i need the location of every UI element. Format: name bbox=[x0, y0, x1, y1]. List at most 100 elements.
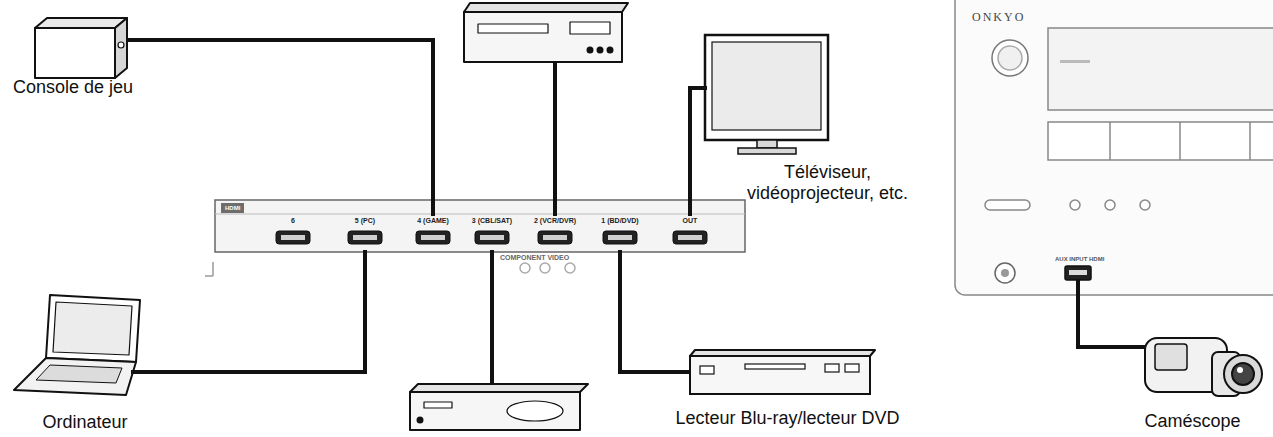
laptop bbox=[14, 295, 140, 395]
port-number: 3 bbox=[472, 216, 476, 225]
hdmi-port: OUT bbox=[663, 216, 717, 250]
camcorder bbox=[1155, 344, 1187, 370]
receiver-front bbox=[955, 0, 1273, 295]
hdmi-port: 5(PC) bbox=[338, 216, 392, 250]
connector-slot bbox=[480, 235, 504, 240]
receiver-front bbox=[1109, 122, 1111, 160]
hdmi-connector bbox=[276, 231, 310, 244]
port-number: 6 bbox=[291, 216, 295, 225]
bluray-player bbox=[845, 364, 859, 372]
receiver-front bbox=[1048, 28, 1273, 110]
cable bbox=[1119, 345, 1146, 349]
receiver-front bbox=[1065, 266, 1091, 280]
rear-panel bbox=[205, 262, 213, 276]
set-top-box bbox=[418, 418, 423, 423]
port-name: (BD/DVD) bbox=[607, 216, 639, 225]
port-number: 1 bbox=[601, 216, 605, 225]
connector-slot bbox=[281, 235, 702, 240]
video-recorder bbox=[570, 22, 610, 34]
device-label: Caméscope bbox=[1120, 411, 1265, 432]
laptop bbox=[14, 358, 136, 395]
receiver-front bbox=[1069, 270, 1087, 275]
game-console bbox=[118, 42, 124, 48]
rca-jack bbox=[540, 263, 550, 273]
hdmi-connector bbox=[603, 231, 637, 244]
bluray-player bbox=[690, 356, 870, 394]
device-label-box: Téléviseur, vidéoprojecteur, etc. bbox=[700, 30, 935, 208]
laptop bbox=[53, 302, 132, 355]
receiver-front bbox=[1249, 122, 1251, 160]
cable bbox=[553, 62, 557, 216]
rca-jack bbox=[520, 263, 575, 273]
hdmi-connector bbox=[276, 231, 707, 244]
port-number: 2 bbox=[534, 216, 538, 225]
hdmi-port: 4(GAME) bbox=[406, 216, 460, 250]
connector-slot bbox=[678, 235, 702, 240]
receiver-front bbox=[1001, 269, 1009, 277]
device-label-box: Ordinateur bbox=[10, 290, 150, 435]
bluray-player bbox=[700, 366, 714, 374]
receiver-front bbox=[1060, 60, 1090, 63]
port-number: 4 bbox=[417, 216, 421, 225]
receiver-front bbox=[985, 200, 1030, 210]
hdmi-connector bbox=[673, 231, 707, 244]
hdmi-panel: HDMI 6 5(PC) 4(GAME) 3(CBL/SAT) 2(VCR/DVR) 1(B… bbox=[215, 200, 745, 252]
receiver-front bbox=[992, 40, 1028, 76]
port-number: 5 bbox=[355, 216, 359, 225]
game-console bbox=[115, 18, 127, 78]
device-label: Console de jeu bbox=[3, 77, 143, 98]
cable bbox=[699, 86, 707, 90]
receiver-front bbox=[1140, 200, 1150, 210]
rca-jack bbox=[565, 263, 575, 273]
cable bbox=[131, 370, 151, 374]
device-label-box: Caméscope bbox=[1120, 325, 1265, 436]
receiver-front-box: ONKYO bbox=[950, 0, 1273, 300]
cable bbox=[664, 370, 691, 374]
hdmi-connector bbox=[538, 231, 572, 244]
game-console bbox=[35, 18, 127, 28]
device-label: Téléviseur, vidéoprojecteur, etc. bbox=[720, 162, 935, 204]
connector-slot bbox=[543, 235, 567, 240]
game-console bbox=[35, 18, 127, 78]
receiver-front bbox=[1048, 122, 1273, 160]
rear-panel bbox=[215, 214, 745, 215]
laptop bbox=[36, 365, 122, 383]
video-recorder bbox=[464, 12, 622, 62]
panel-heading: HDMI bbox=[221, 203, 244, 213]
set-top-box bbox=[410, 392, 580, 430]
video-recorder bbox=[464, 3, 628, 62]
camcorder bbox=[1237, 367, 1243, 373]
port-name: (VCR/DVR) bbox=[540, 216, 576, 225]
hdmi-cable bbox=[143, 40, 433, 216]
cable bbox=[126, 38, 144, 42]
port-name: (PC) bbox=[361, 216, 375, 225]
brand-name: ONKYO bbox=[972, 10, 1025, 25]
port-caption: AUX INPUT HDMI bbox=[1055, 255, 1104, 263]
set-top-box bbox=[410, 384, 588, 392]
receiver-front bbox=[1070, 200, 1080, 210]
port-name: (CBL/SAT) bbox=[478, 216, 512, 225]
hdmi-port: 1(BD/DVD) bbox=[593, 216, 647, 250]
set-top-box bbox=[507, 401, 563, 421]
connector-slot bbox=[421, 235, 445, 240]
camcorder bbox=[1145, 338, 1262, 396]
hdmi-port: 6 bbox=[266, 216, 320, 250]
television bbox=[705, 35, 828, 154]
connector-slot bbox=[281, 235, 305, 240]
hdmi-cable bbox=[1078, 300, 1120, 347]
hdmi-cable bbox=[690, 88, 700, 216]
receiver-front bbox=[1179, 122, 1181, 160]
game-console bbox=[35, 28, 115, 78]
camcorder bbox=[1232, 363, 1254, 385]
bluray-player bbox=[745, 364, 805, 369]
bluray-player bbox=[690, 350, 875, 394]
receiver-front bbox=[995, 263, 1015, 283]
connector-slot bbox=[353, 235, 377, 240]
video-recorder bbox=[588, 48, 593, 53]
connector-slot bbox=[608, 235, 632, 240]
camcorder bbox=[1224, 355, 1262, 393]
receiver-front bbox=[1105, 200, 1115, 210]
rca-jack bbox=[520, 263, 530, 273]
hdmi-cable bbox=[150, 250, 365, 372]
